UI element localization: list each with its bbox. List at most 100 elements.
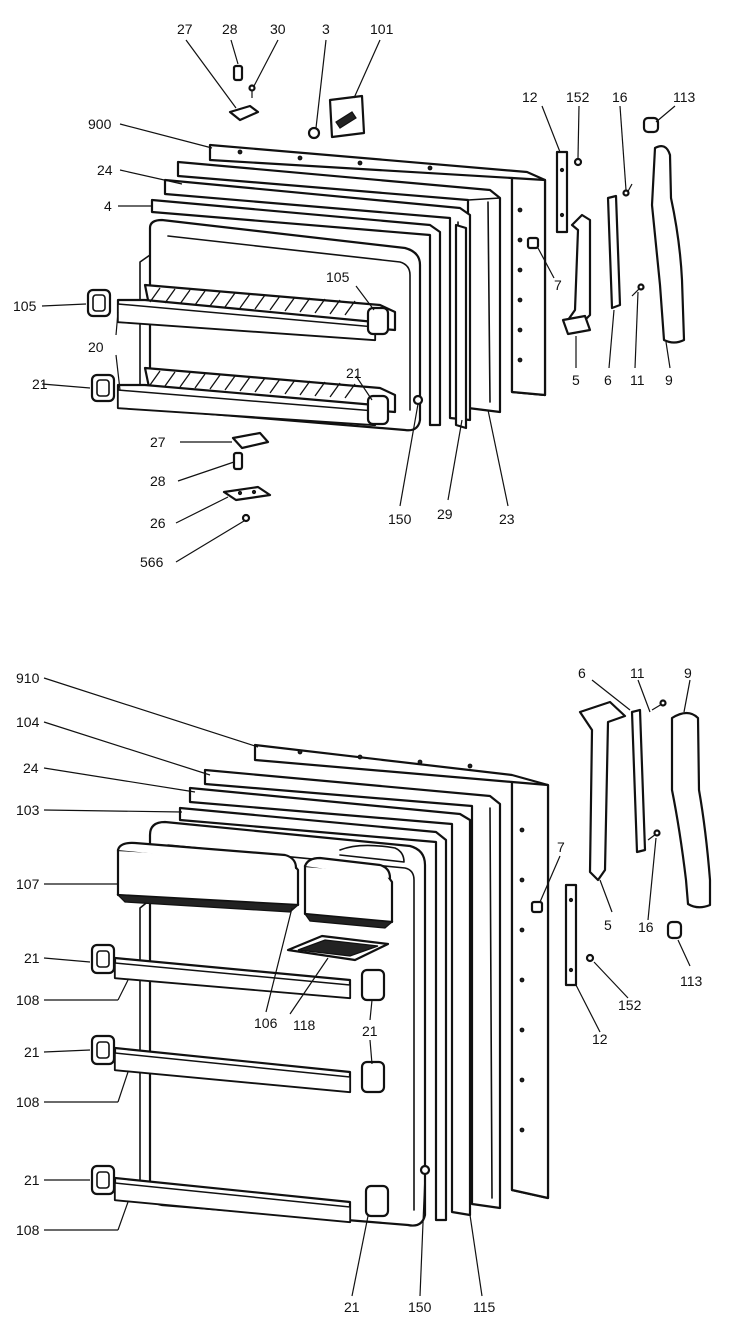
callout-106: 106 <box>254 1015 278 1031</box>
callout-28-bottom: 28 <box>150 473 166 489</box>
bottom-hinge-hardware <box>222 431 272 523</box>
callout-21-c: 21 <box>24 1172 40 1188</box>
bracket-7 <box>526 236 540 250</box>
callout-30: 30 <box>270 21 286 37</box>
panel-holes-lower <box>297 749 525 1133</box>
callout-113: 113 <box>673 89 696 105</box>
dairy-compartment-107 <box>116 841 394 929</box>
screw-11 <box>637 283 645 291</box>
handle-5 <box>566 213 592 327</box>
callout-113-lower: 113 <box>680 973 703 989</box>
freezer-leaders <box>41 39 676 563</box>
callout-24: 24 <box>97 162 113 178</box>
callout-566: 566 <box>140 554 164 570</box>
callout-6-lower: 6 <box>578 665 586 681</box>
door-shelf-108-1 <box>113 956 352 1000</box>
trim-6 <box>606 194 622 310</box>
callout-900: 900 <box>88 116 112 132</box>
freezer-door-assembly: 27 28 30 3 101 900 24 4 105 105 20 21 21… <box>13 21 696 570</box>
callout-16: 16 <box>612 89 628 105</box>
fresh-food-door-assembly: 910 104 24 103 107 21 108 21 108 21 108 … <box>16 665 712 1315</box>
callout-26: 26 <box>150 515 166 531</box>
door-shelf-20-lower <box>116 366 397 427</box>
callout-9-lower: 9 <box>684 665 692 681</box>
callout-16-lower: 16 <box>638 919 654 935</box>
callout-105-right: 105 <box>326 269 350 285</box>
callout-21-a: 21 <box>24 950 40 966</box>
breaker-strip-103 <box>178 806 448 1222</box>
callout-115: 115 <box>473 1299 496 1315</box>
callout-118: 118 <box>293 1017 316 1033</box>
callout-23: 23 <box>499 511 515 527</box>
callout-910: 910 <box>16 670 40 686</box>
door-shelf-20-upper <box>116 283 397 342</box>
callout-108-b: 108 <box>16 1094 40 1110</box>
callout-150-lower: 150 <box>408 1299 432 1315</box>
door-liner-24-lower <box>188 786 472 1217</box>
callout-152-lower: 152 <box>618 997 642 1013</box>
callout-5-lower: 5 <box>604 917 612 933</box>
callout-12-lower: 12 <box>592 1031 608 1047</box>
callout-11-lower: 11 <box>630 665 645 681</box>
callout-24-lower: 24 <box>23 760 39 776</box>
end-cap-113-lower <box>666 920 683 940</box>
callout-11: 11 <box>630 372 645 388</box>
hinge-strip-12 <box>555 150 569 234</box>
handle-5-lower <box>578 700 627 882</box>
callout-21-b: 21 <box>24 1044 40 1060</box>
breaker-strip-4 <box>150 198 442 427</box>
handle-cover-9 <box>650 145 686 344</box>
screw-16-lower <box>653 829 661 837</box>
screw-150 <box>412 394 424 406</box>
callout-27: 27 <box>177 21 193 37</box>
screw-16 <box>622 189 630 197</box>
trim-6-lower <box>630 708 647 854</box>
side-hardware <box>526 116 686 344</box>
screw-152-lower <box>585 953 595 963</box>
fresh-food-callouts: 910 104 24 103 107 21 108 21 108 21 108 … <box>16 665 703 1315</box>
callout-7: 7 <box>554 277 562 293</box>
callout-108-c: 108 <box>16 1222 40 1238</box>
callout-104: 104 <box>16 714 40 730</box>
callout-103: 103 <box>16 802 40 818</box>
handle-cover-9-lower <box>670 711 712 909</box>
freezer-callouts: 27 28 30 3 101 900 24 4 105 105 20 21 21… <box>13 21 696 570</box>
seal-strip-29 <box>454 223 468 430</box>
screw-150-lower <box>419 1164 431 1176</box>
callout-12: 12 <box>522 89 538 105</box>
callout-21-e: 21 <box>344 1299 360 1315</box>
callout-21-right: 21 <box>346 365 362 381</box>
callout-9: 9 <box>665 372 673 388</box>
end-cap-113 <box>642 116 660 134</box>
callout-21-left: 21 <box>32 376 48 392</box>
callout-7-lower: 7 <box>557 839 565 855</box>
shelf-end-caps-lower <box>90 943 390 1218</box>
callout-27-bottom: 27 <box>150 434 166 450</box>
fresh-food-leaders <box>43 677 691 1297</box>
callout-107: 107 <box>16 876 40 892</box>
screw-152 <box>573 157 583 167</box>
door-gasket-lower <box>203 768 502 1210</box>
callout-101: 101 <box>370 21 394 37</box>
side-hardware-lower <box>530 699 712 987</box>
callout-105-left: 105 <box>13 298 37 314</box>
callout-6: 6 <box>604 372 612 388</box>
callout-21-d: 21 <box>362 1023 378 1039</box>
tray-118 <box>286 934 390 962</box>
shelf-end-caps <box>86 288 390 426</box>
top-hinge-hardware <box>228 64 366 140</box>
screw-11-lower <box>659 699 667 707</box>
callout-108-a: 108 <box>16 992 40 1008</box>
callout-150: 150 <box>388 511 412 527</box>
callout-20: 20 <box>88 339 104 355</box>
callout-5: 5 <box>572 372 580 388</box>
door-shelf-108-3 <box>113 1176 352 1224</box>
panel-holes <box>237 149 523 363</box>
callout-3: 3 <box>322 21 330 37</box>
callout-4: 4 <box>104 198 112 214</box>
callout-152: 152 <box>566 89 590 105</box>
door-shelf-108-2 <box>113 1046 352 1094</box>
callout-28: 28 <box>222 21 238 37</box>
bracket-7-lower <box>530 900 544 914</box>
callout-29: 29 <box>437 506 453 522</box>
